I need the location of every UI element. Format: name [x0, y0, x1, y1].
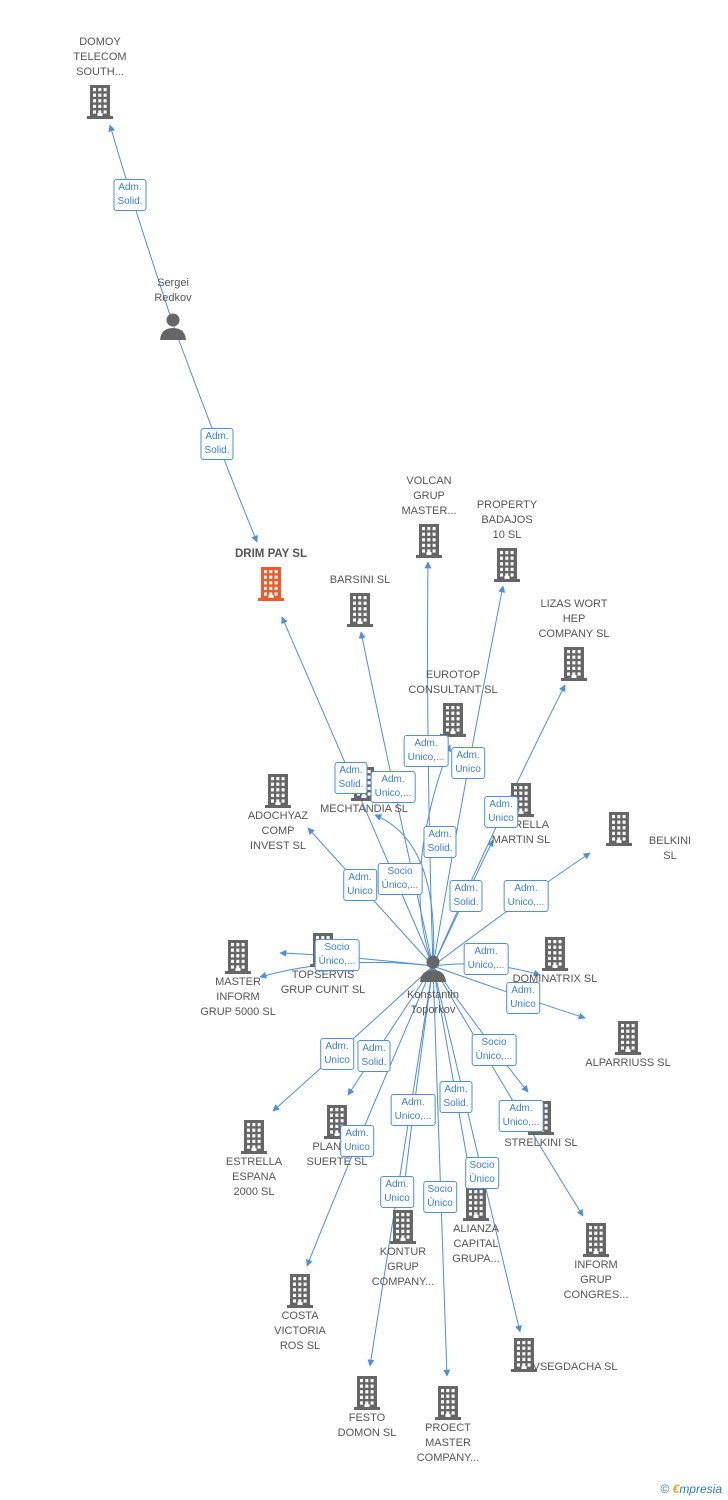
- edge-label-konstantin-estrellaespana[interactable]: Adm. Unico: [320, 1038, 354, 1070]
- edge-label-konstantin-property[interactable]: Adm. Unico: [451, 747, 485, 779]
- edge-label-konstantin-alparriuss[interactable]: Adm. Unico: [506, 982, 540, 1014]
- edge-label-konstantin-volcan[interactable]: Adm. Unico,...: [403, 735, 449, 767]
- edge-label-konstantin-proect[interactable]: Socio Único: [423, 1181, 457, 1213]
- edge-label-konstantin-mechtandia[interactable]: Adm. Solid.: [423, 826, 457, 858]
- edge-label-konstantin-informgrup[interactable]: Adm. Unico,...: [498, 1100, 544, 1132]
- festo-building-icon[interactable]: [352, 1376, 382, 1415]
- alparriuss-building-icon[interactable]: [613, 1021, 643, 1060]
- copyright-symbol: ©: [660, 1482, 670, 1496]
- masterinform-label[interactable]: MASTER INFORM GRUP 5000 SL: [200, 976, 276, 1018]
- mechtandia-label[interactable]: MECHTANDIA SL: [320, 803, 408, 815]
- edge-label-konstantin-strelkini[interactable]: Socio Único,...: [471, 1034, 517, 1066]
- drimpay-label[interactable]: DRIM PAY SL: [235, 548, 307, 560]
- konstantin-person-icon[interactable]: [418, 953, 448, 988]
- edge-label-konstantin-belkini[interactable]: Adm. Unico,...: [503, 880, 549, 912]
- masterinform-building-icon[interactable]: [223, 940, 253, 979]
- kontur-building-icon[interactable]: [388, 1210, 418, 1249]
- property-label[interactable]: PROPERTY BADAJOS 10 SL: [476, 499, 538, 541]
- vsegdacha-building-icon[interactable]: [509, 1338, 539, 1377]
- edge-label-konstantin-topservis[interactable]: Socio Único,...: [314, 939, 360, 971]
- vsegdacha-label[interactable]: VSEGDACHA SL: [532, 1361, 618, 1373]
- proect-label[interactable]: PROECT MASTER COMPANY...: [416, 1422, 480, 1464]
- konstantin-label[interactable]: Konstantin Toporkov: [407, 989, 459, 1016]
- edge-label-konstantin-eurotop[interactable]: Socio Único,...: [377, 863, 423, 895]
- edge-label-konstantin-barsini[interactable]: Adm. Unico,...: [370, 771, 416, 803]
- edge-label-konstantin-costa[interactable]: Adm. Unico: [340, 1125, 374, 1157]
- informgrup-label[interactable]: INFORM GRUP CONGRES...: [563, 1259, 629, 1301]
- edge-label-sergei-drimpay[interactable]: Adm. Solid.: [200, 428, 234, 460]
- edge-label-konstantin-lizas[interactable]: Adm. Unico: [484, 796, 518, 828]
- belkini-building-icon[interactable]: [604, 812, 634, 851]
- drimpay-building-icon[interactable]: [256, 567, 286, 606]
- costa-label[interactable]: COSTA VICTORIA ROS SL: [274, 1310, 326, 1352]
- edge-label-konstantin-dominatrix[interactable]: Adm. Unico,...: [463, 943, 509, 975]
- edge-label-konstantin-estrellamartin[interactable]: Adm. Solid.: [449, 880, 483, 912]
- eurotop-building-icon[interactable]: [438, 703, 468, 742]
- empresia-logo: © €mpresia: [660, 1482, 722, 1496]
- adochyaz-building-icon[interactable]: [263, 774, 293, 813]
- volcan-label[interactable]: VOLCAN GRUP MASTER...: [401, 475, 457, 517]
- edge-konstantin-proect: [432, 965, 451, 1377]
- estrellamartin-label[interactable]: ESTRELLA MARTIN SL: [491, 819, 551, 846]
- edge-label-konstantin-planeta[interactable]: Adm. Solid.: [357, 1040, 391, 1072]
- edge-label-konstantin-kontur[interactable]: Adm. Unico,...: [390, 1094, 436, 1126]
- sergei-label[interactable]: Sergei Redkov: [154, 277, 192, 304]
- lizas-building-icon[interactable]: [559, 647, 589, 686]
- belkini-label[interactable]: BELKINI SL: [648, 835, 692, 862]
- edge-label-konstantin-drimpay[interactable]: Adm. Solid.: [334, 762, 368, 794]
- alparriuss-label[interactable]: ALPARRIUSS SL: [585, 1057, 671, 1069]
- edge-label-konstantin-festo[interactable]: Adm. Unico: [380, 1176, 414, 1208]
- alianza-label[interactable]: ALIANZA CAPITAL GRUPA...: [452, 1223, 500, 1265]
- volcan-building-icon[interactable]: [414, 524, 444, 563]
- dominatrix-building-icon[interactable]: [540, 937, 570, 976]
- edge-label-konstantin-adochyaz[interactable]: Adm. Unico: [343, 869, 377, 901]
- topservis-label[interactable]: TOPSERVIS GRUP CUNIT SL: [280, 969, 366, 996]
- edge-label-konstantin-alianza[interactable]: Adm. Solid.: [439, 1081, 473, 1113]
- lizas-label[interactable]: LIZAS WORT HEP COMPANY SL: [538, 598, 610, 640]
- proect-building-icon[interactable]: [433, 1386, 463, 1425]
- costa-building-icon[interactable]: [285, 1274, 315, 1313]
- brand-e: €: [672, 1482, 680, 1496]
- domoy-building-icon[interactable]: [85, 85, 115, 124]
- brand-name: mpresia: [679, 1482, 722, 1496]
- eurotop-label[interactable]: EUROTOP CONSULTANT SL: [408, 669, 498, 696]
- sergei-person-icon[interactable]: [158, 311, 188, 346]
- informgrup-building-icon[interactable]: [581, 1223, 611, 1262]
- estrellaespana-label[interactable]: ESTRELLA ESPANA 2000 SL: [225, 1156, 283, 1198]
- kontur-label[interactable]: KONTUR GRUP COMPANY...: [371, 1246, 435, 1288]
- alianza-building-icon[interactable]: [461, 1187, 491, 1226]
- barsini-label[interactable]: BARSINI SL: [329, 574, 391, 586]
- property-building-icon[interactable]: [492, 548, 522, 587]
- estrellaespana-building-icon[interactable]: [239, 1120, 269, 1159]
- adochyaz-label[interactable]: ADOCHYAZ COMP INVEST SL: [247, 810, 309, 852]
- edge-label-sergei-domoy[interactable]: Adm. Solid.: [113, 179, 147, 211]
- festo-label[interactable]: FESTO DOMON SL: [337, 1412, 397, 1439]
- edge-konstantin-festo: [367, 965, 434, 1367]
- edge-label-konstantin-vsegdacha[interactable]: Socio Único: [465, 1157, 499, 1189]
- strelkini-label[interactable]: STRELKINI SL: [504, 1137, 578, 1149]
- domoy-label[interactable]: DOMOY TELECOM SOUTH...: [73, 36, 127, 78]
- barsini-building-icon[interactable]: [345, 593, 375, 632]
